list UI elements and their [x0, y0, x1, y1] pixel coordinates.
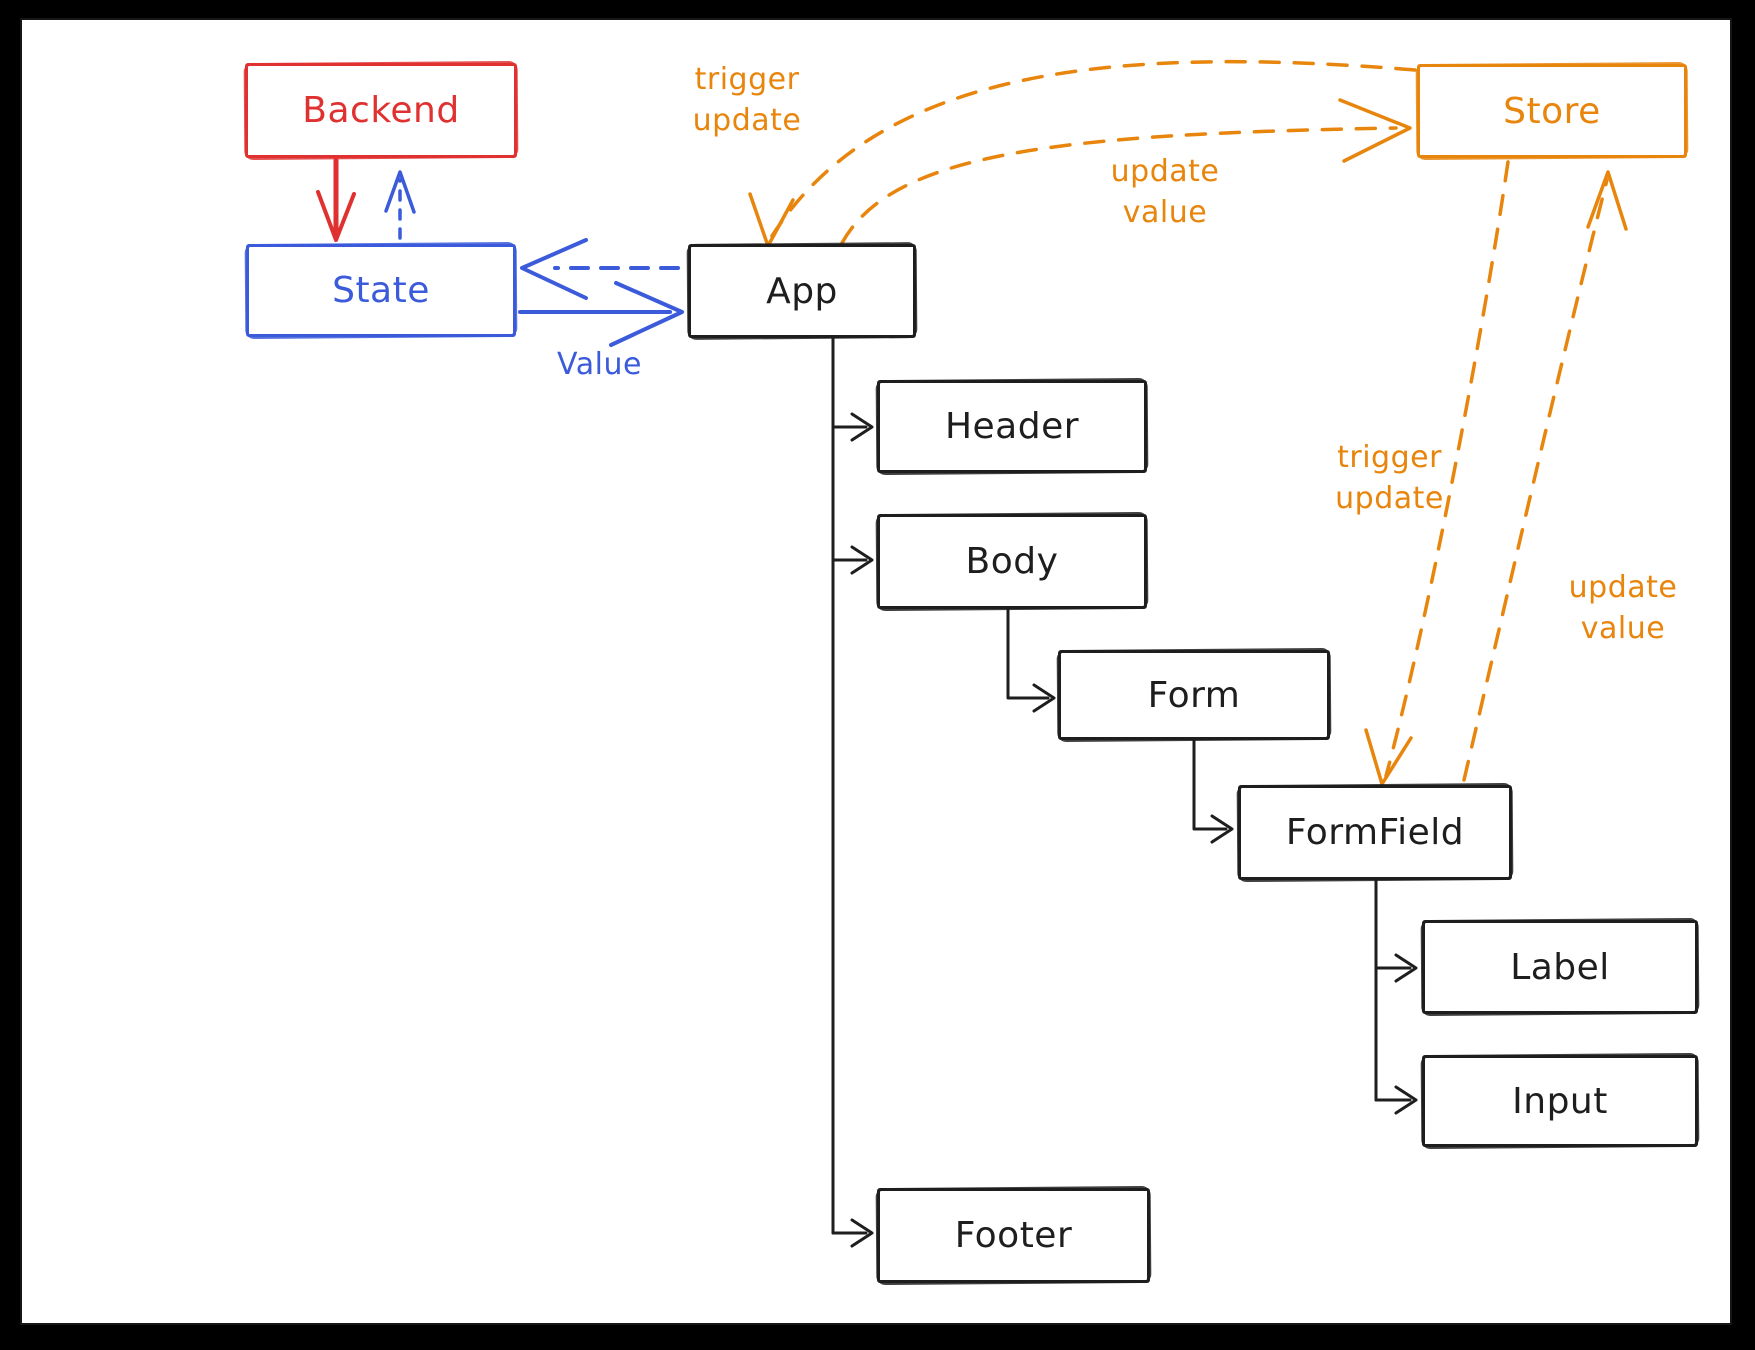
node-backend: Backend [245, 63, 517, 158]
edge-label-line: value [1122, 194, 1208, 230]
node-backend-label: Backend [302, 90, 460, 131]
edge-label-line: update [1335, 480, 1444, 516]
node-store-label: Store [1503, 90, 1601, 132]
connector-app-body-arrow [831, 545, 874, 575]
tree-connectors [831, 336, 1418, 1248]
connector-form-formfield-arrow [1192, 738, 1234, 844]
node-body: Body [877, 514, 1147, 609]
node-label: Label [1422, 920, 1698, 1014]
edge-label-trigger-update-right: trigger update [1312, 438, 1467, 519]
arrow-app-to-state [520, 238, 680, 300]
edge-label-update-value-right: update value [1548, 568, 1698, 649]
arrow-store-to-app [748, 59, 1417, 248]
arrow-state-to-backend [384, 170, 416, 240]
node-state: State [246, 244, 516, 337]
edge-label-line: trigger [694, 62, 800, 97]
node-label-label: Label [1510, 946, 1610, 988]
edge-label-line: Value [557, 347, 642, 382]
connector-body-form-arrow [1006, 607, 1056, 713]
node-header: Header [877, 380, 1147, 473]
node-body-label: Body [965, 541, 1059, 582]
connector-app-footer-arrow [831, 1218, 874, 1248]
node-app-label: App [766, 270, 838, 312]
edge-label-line: trigger [1337, 440, 1442, 475]
node-store: Store [1417, 64, 1687, 158]
arrow-state-to-app [518, 281, 684, 347]
arrow-app-to-store [840, 98, 1412, 245]
edge-label-line: update [1568, 570, 1678, 605]
edge-label-line: update [1110, 154, 1220, 189]
connector-formfield-label-arrow [1374, 953, 1418, 983]
node-form-label: Form [1147, 674, 1241, 716]
arrow-formfield-to-store [1462, 170, 1628, 782]
node-input-label: Input [1512, 1080, 1608, 1122]
edge-label-trigger-update-left: trigger update [662, 60, 832, 141]
node-form: Form [1058, 650, 1330, 740]
edge-label-line: value [1580, 610, 1666, 646]
node-state-label: State [332, 270, 430, 311]
arrow-backend-to-state [316, 157, 356, 242]
node-app: App [688, 244, 916, 338]
node-formfield-label: FormField [1285, 812, 1465, 853]
node-input: Input [1422, 1055, 1698, 1147]
edge-label-value: Value [537, 345, 662, 386]
node-header-label: Header [944, 406, 1080, 447]
node-footer-label: Footer [954, 1215, 1073, 1256]
node-formfield: FormField [1238, 785, 1512, 880]
edge-label-update-value-left: update value [1085, 152, 1245, 233]
node-footer: Footer [877, 1188, 1150, 1283]
connector-formfield-input-arrow [1374, 1085, 1418, 1115]
arrow-store-to-formfield [1364, 160, 1510, 786]
edge-label-line: update [692, 102, 802, 138]
connector-app-header-arrow [831, 412, 874, 442]
